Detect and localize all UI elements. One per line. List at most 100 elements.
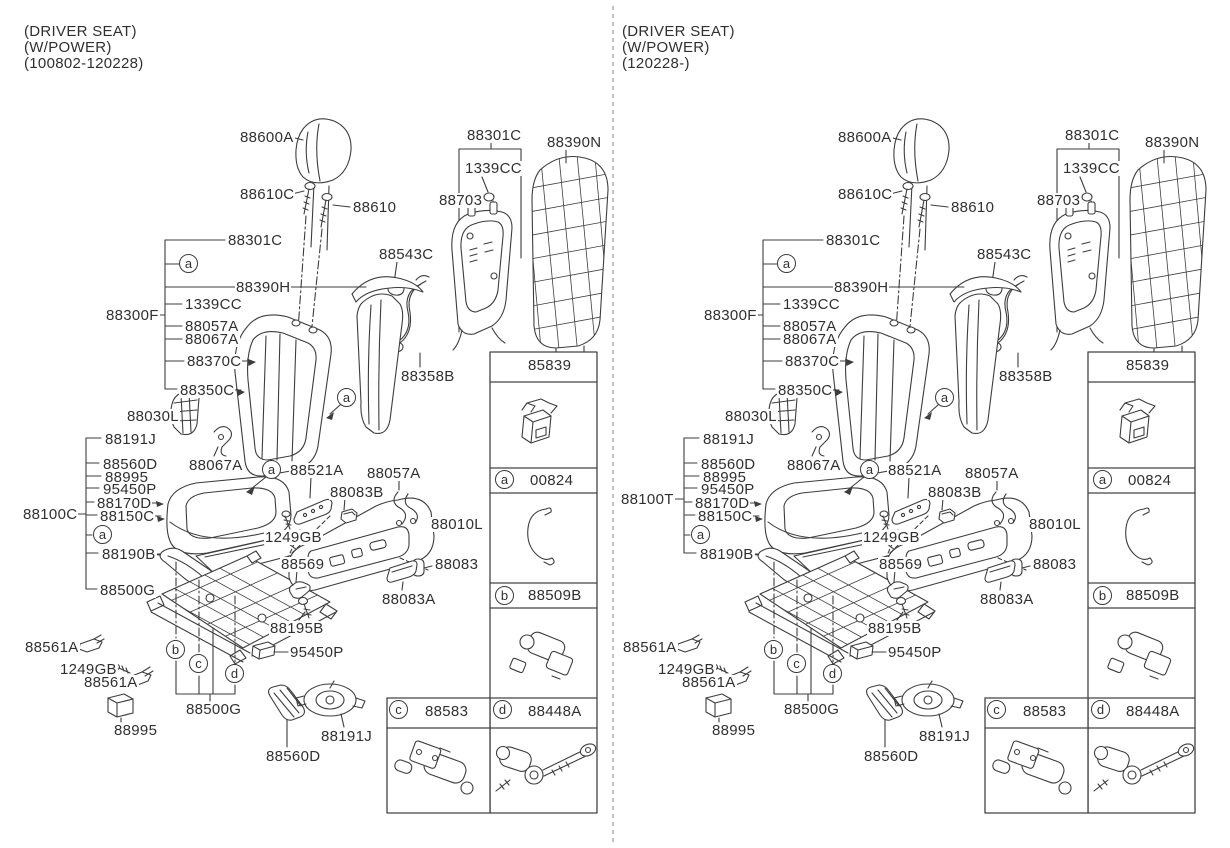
callout-circle-c: c	[389, 700, 408, 719]
part-number-label: 1249GB	[59, 661, 118, 678]
part-number-label: 1339CC	[184, 296, 243, 313]
part-number-label: 1249GB	[264, 529, 323, 546]
part-number-label: 88390H	[833, 279, 890, 296]
part-number-label: 88100T	[620, 491, 675, 508]
part-number-label: 00824	[529, 472, 575, 489]
part-number-label: 95450P	[700, 481, 756, 498]
callout-circle-c: c	[787, 654, 806, 673]
part-number-label: 1339CC	[1062, 160, 1121, 177]
callout-circle-a: a	[337, 388, 356, 407]
part-number-label: 88358B	[400, 368, 456, 385]
part-number-label: 88583	[1022, 703, 1068, 720]
part-number-label: 88995	[104, 469, 150, 486]
part-number-label: 88057A	[964, 465, 1020, 482]
part-number-label: 88610	[950, 199, 996, 216]
part-number-label: 88610C	[239, 186, 296, 203]
panel-header-right: (W/POWER)	[622, 39, 710, 56]
part-number-label: 85839	[1125, 357, 1171, 374]
part-number-label: 88301C	[1064, 127, 1121, 144]
callout-circle-a: a	[1093, 470, 1112, 489]
part-number-label: 1249GB	[657, 661, 716, 678]
part-number-label: 88301C	[227, 232, 284, 249]
part-number-label: 95450P	[102, 481, 158, 498]
part-number-label: 88370C	[784, 353, 841, 370]
callout-circle-c: c	[189, 654, 208, 673]
callout-circle-a: a	[262, 460, 281, 479]
part-number-label: 88057A	[184, 318, 240, 335]
part-number-label: 88301C	[825, 232, 882, 249]
part-number-label: 88067A	[786, 457, 842, 474]
part-number-label: 88509B	[1125, 587, 1181, 604]
part-number-label: 88500G	[185, 701, 243, 718]
part-number-label: 88569	[878, 556, 924, 573]
callout-circle-a: a	[691, 525, 710, 544]
part-number-label: 88191J	[918, 728, 972, 745]
part-number-label: 88600A	[239, 129, 295, 146]
callout-circle-a: a	[777, 254, 796, 273]
part-number-label: 88543C	[378, 246, 435, 263]
panel-header-right: (DRIVER SEAT)	[622, 23, 735, 40]
part-number-label: 88703	[1036, 192, 1082, 209]
part-number-label: 88561A	[681, 674, 737, 691]
part-number-label: 88100C	[22, 506, 79, 523]
part-number-label: 88010L	[430, 516, 484, 533]
part-number-label: 85839	[527, 357, 573, 374]
part-number-label: 88083B	[329, 484, 385, 501]
part-number-label: 88560D	[265, 748, 322, 765]
part-number-label: 88190B	[699, 546, 755, 563]
part-number-label: 88561A	[83, 674, 139, 691]
part-number-label: 88191J	[104, 431, 158, 448]
part-number-label: 88995	[113, 722, 159, 739]
part-number-label: 88150C	[99, 508, 156, 525]
part-number-label: 95450P	[887, 644, 943, 661]
part-number-label: 1249GB	[862, 529, 921, 546]
part-number-label: 88083	[434, 556, 480, 573]
panel-header-left: (100802-120228)	[24, 55, 144, 72]
callout-circle-d: d	[493, 700, 512, 719]
part-number-label: 88067A	[188, 457, 244, 474]
part-number-label: 88170D	[694, 495, 751, 512]
part-number-label: 88057A	[366, 465, 422, 482]
part-number-label: 88370C	[186, 353, 243, 370]
part-number-label: 95450P	[289, 644, 345, 661]
part-number-label: 88191J	[320, 728, 374, 745]
callout-circle-a: a	[935, 388, 954, 407]
part-number-label: 88083A	[979, 591, 1035, 608]
part-number-label: 88083	[1032, 556, 1078, 573]
part-number-label: 88067A	[184, 331, 240, 348]
callout-circle-d: d	[225, 664, 244, 683]
part-number-label: 88610	[352, 199, 398, 216]
part-number-label: 88350C	[777, 382, 834, 399]
part-number-label: 88390N	[546, 134, 603, 151]
part-number-label: 88390N	[1144, 134, 1201, 151]
callout-circle-b: b	[495, 586, 514, 605]
part-number-label: 88030L	[724, 408, 778, 425]
part-number-label: 88500G	[783, 701, 841, 718]
callout-circle-b: b	[1093, 586, 1112, 605]
part-number-label: 88083B	[927, 484, 983, 501]
part-number-label: 88300F	[105, 307, 160, 324]
part-number-label: 88521A	[289, 462, 345, 479]
part-number-label: 88561A	[622, 639, 678, 656]
part-number-label: 88358B	[998, 368, 1054, 385]
part-number-label: 88067A	[782, 331, 838, 348]
part-number-label: 88057A	[782, 318, 838, 335]
part-number-label: 88509B	[527, 587, 583, 604]
callout-circle-a: a	[93, 525, 112, 544]
panel-header-right: (120228-)	[622, 55, 690, 72]
part-number-label: 88560D	[863, 748, 920, 765]
part-number-label: 88610C	[837, 186, 894, 203]
callout-circle-b: b	[764, 640, 783, 659]
part-number-label: 88030L	[126, 408, 180, 425]
part-number-label: 88195B	[867, 620, 923, 637]
part-number-label: 88500G	[99, 582, 157, 599]
part-number-label: 88583	[424, 703, 470, 720]
panel-header-left: (W/POWER)	[24, 39, 112, 56]
part-number-label: 88703	[438, 192, 484, 209]
part-number-label: 88190B	[101, 546, 157, 563]
callout-circle-a: a	[179, 254, 198, 273]
panel-header-left: (DRIVER SEAT)	[24, 23, 137, 40]
callout-circle-b: b	[166, 640, 185, 659]
